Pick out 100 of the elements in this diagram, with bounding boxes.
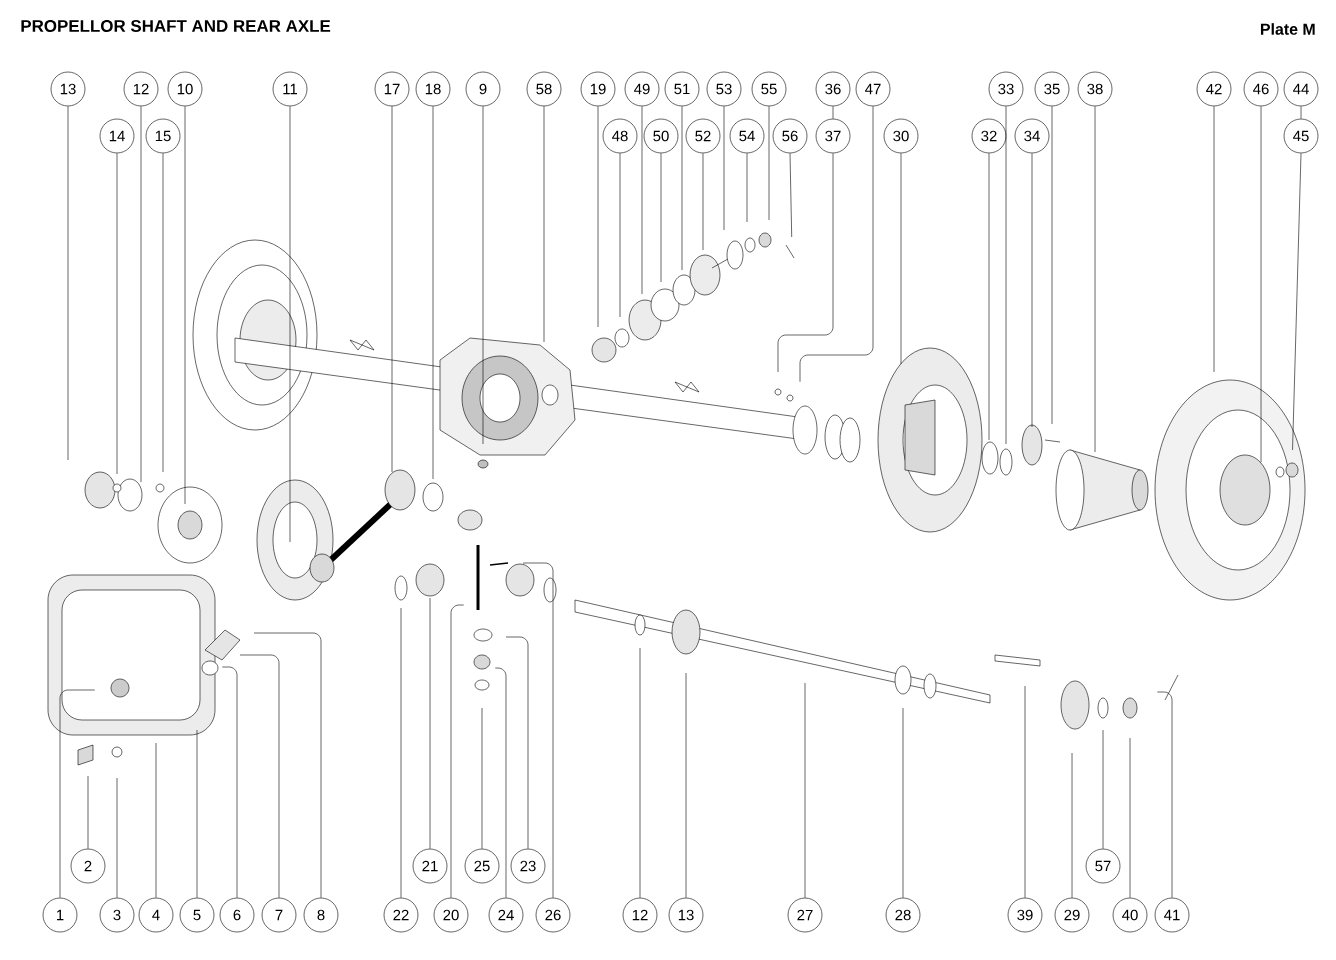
leader-line <box>1051 106 1053 425</box>
leader-line <box>59 689 95 898</box>
callout-number: 23 <box>510 848 546 884</box>
leader-line <box>619 153 621 318</box>
leader-line <box>162 153 164 473</box>
callout-number: 42 <box>1196 71 1232 107</box>
callout-number: 29 <box>1054 897 1090 933</box>
callout-number: 52 <box>685 118 721 154</box>
leader-line <box>768 106 770 221</box>
callout-number: 4 <box>138 897 174 933</box>
leader-line <box>481 707 483 849</box>
leader-line <box>1094 106 1096 453</box>
callout-number: 37 <box>815 118 851 154</box>
callout-number: 50 <box>643 118 679 154</box>
callout-number: 21 <box>412 848 448 884</box>
callout-number: 5 <box>179 897 215 933</box>
plate-label: Plate M <box>1260 23 1315 35</box>
callout-number: 55 <box>751 71 787 107</box>
leader-line <box>804 682 806 898</box>
callout-number: 48 <box>602 118 638 154</box>
callout-number: 57 <box>1085 848 1121 884</box>
leader-line <box>1031 153 1033 428</box>
callout-number: 24 <box>488 897 524 933</box>
leader-line <box>1157 691 1173 898</box>
leader-line <box>495 667 507 898</box>
callout-number: 56 <box>772 118 808 154</box>
leader-line <box>1005 106 1007 445</box>
leader-line <box>289 106 291 543</box>
callout-number: 54 <box>729 118 765 154</box>
callout-number: 53 <box>706 71 742 107</box>
callout-number: 12 <box>622 897 658 933</box>
callout-number: 1 <box>42 897 78 933</box>
callout-number: 35 <box>1034 71 1070 107</box>
leader-line <box>67 106 69 461</box>
leader-line <box>184 106 186 505</box>
callout-number: 49 <box>624 71 660 107</box>
leader-line <box>1260 106 1262 463</box>
callout-number: 33 <box>988 71 1024 107</box>
callout-number: 41 <box>1154 897 1190 933</box>
leader-line <box>597 106 599 328</box>
callout-number: 34 <box>1014 118 1050 154</box>
leader-line <box>685 672 687 898</box>
callout-number: 32 <box>971 118 1007 154</box>
leader-line <box>660 153 662 283</box>
leader-line <box>1102 729 1104 849</box>
callout-number: 19 <box>580 71 616 107</box>
callout-number: 10 <box>167 71 203 107</box>
leader-line <box>400 607 402 898</box>
leader-line <box>746 153 748 223</box>
leader-line <box>789 153 792 238</box>
leader-line <box>799 106 874 382</box>
callout-number: 12 <box>123 71 159 107</box>
callout-number: 26 <box>535 897 571 933</box>
callout-number: 47 <box>855 71 891 107</box>
leader-line <box>543 106 545 343</box>
leader-line <box>155 742 157 898</box>
callout-number: 22 <box>383 897 419 933</box>
leader-line <box>639 647 641 898</box>
leader-line <box>1292 153 1302 451</box>
callout-number: 3 <box>99 897 135 933</box>
leader-line <box>505 636 529 849</box>
leader-line <box>702 153 704 251</box>
callout-number: 28 <box>885 897 921 933</box>
callout-number: 46 <box>1243 71 1279 107</box>
leader-line <box>196 729 198 898</box>
callout-number: 13 <box>50 71 86 107</box>
leader-line <box>140 106 142 483</box>
leader-line <box>222 666 238 898</box>
leader-line <box>391 106 393 473</box>
leader-line <box>1071 752 1073 898</box>
callout-number: 13 <box>668 897 704 933</box>
callout-number: 6 <box>219 897 255 933</box>
callout-number: 36 <box>815 71 851 107</box>
leader-line <box>116 777 118 898</box>
callout-number: 44 <box>1283 71 1319 107</box>
callout-number: 40 <box>1112 897 1148 933</box>
callout-number: 7 <box>261 897 297 933</box>
leader-line <box>522 562 554 898</box>
callout-number: 9 <box>465 71 501 107</box>
leader-line <box>482 106 484 445</box>
callout-number: 20 <box>433 897 469 933</box>
callout-number: 8 <box>303 897 339 933</box>
callout-number: 58 <box>526 71 562 107</box>
connector-line <box>1300 106 1302 119</box>
leader-line <box>253 632 322 898</box>
callout-number: 11 <box>272 71 308 107</box>
callout-number: 2 <box>70 848 106 884</box>
callout-number: 39 <box>1007 897 1043 933</box>
leader-line <box>1213 106 1215 373</box>
callout-number: 17 <box>374 71 410 107</box>
leader-line <box>429 597 431 849</box>
leader-line <box>900 153 902 365</box>
leader-line <box>723 106 725 231</box>
leader-line <box>239 654 280 898</box>
callout-number: 30 <box>883 118 919 154</box>
callout-number: 14 <box>99 118 135 154</box>
leader-line <box>432 106 434 480</box>
callout-number: 38 <box>1077 71 1113 107</box>
leader-line <box>450 604 464 898</box>
callout-number: 25 <box>464 848 500 884</box>
